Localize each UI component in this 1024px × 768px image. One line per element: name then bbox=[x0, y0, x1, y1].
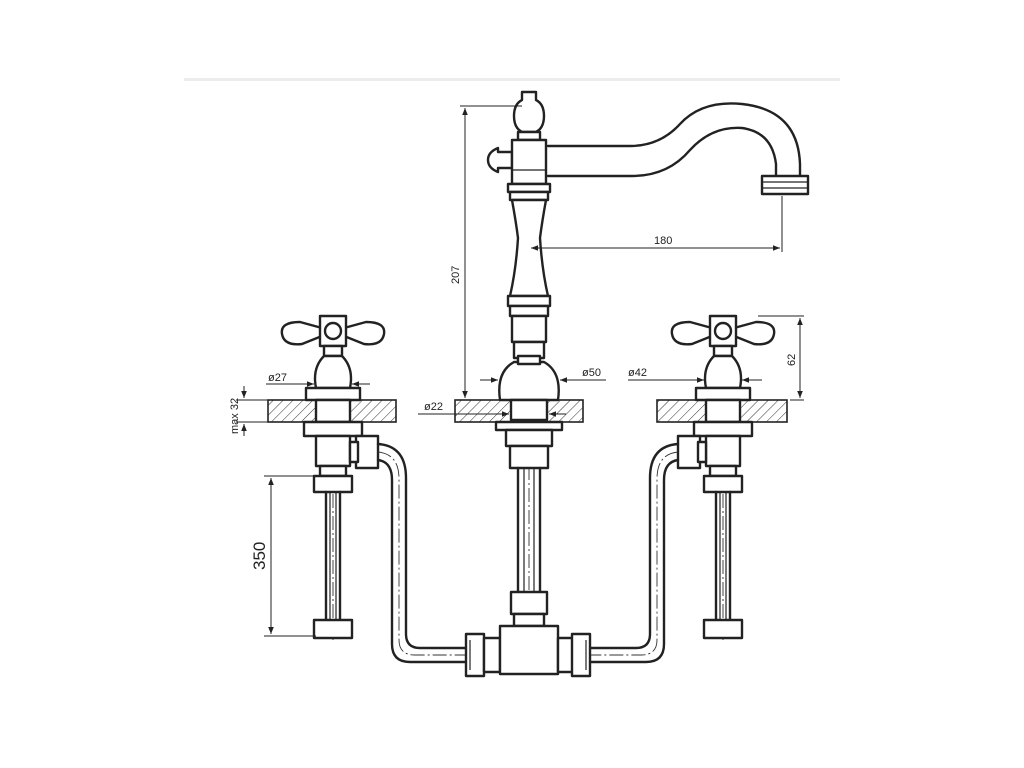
header-divider bbox=[184, 78, 840, 81]
dim-label-180: 180 bbox=[654, 235, 672, 247]
dim-label-base-diameter: ø50 bbox=[582, 367, 601, 379]
dimension-lines bbox=[236, 105, 804, 637]
dim-label-tail-diameter: ø22 bbox=[424, 401, 443, 413]
dim-label-62: 62 bbox=[786, 354, 798, 366]
dim-label-deck-thickness: max 32 bbox=[229, 398, 241, 434]
dim-label-right-diameter: ø42 bbox=[628, 367, 647, 379]
connecting-pipes bbox=[376, 442, 680, 678]
dim-label-207: 207 bbox=[450, 266, 462, 284]
right-valve bbox=[670, 314, 776, 640]
spout-body bbox=[486, 90, 810, 628]
dim-label-350: 350 bbox=[250, 542, 269, 570]
dim-label-left-diameter: ø27 bbox=[268, 372, 287, 384]
left-valve bbox=[280, 314, 386, 640]
